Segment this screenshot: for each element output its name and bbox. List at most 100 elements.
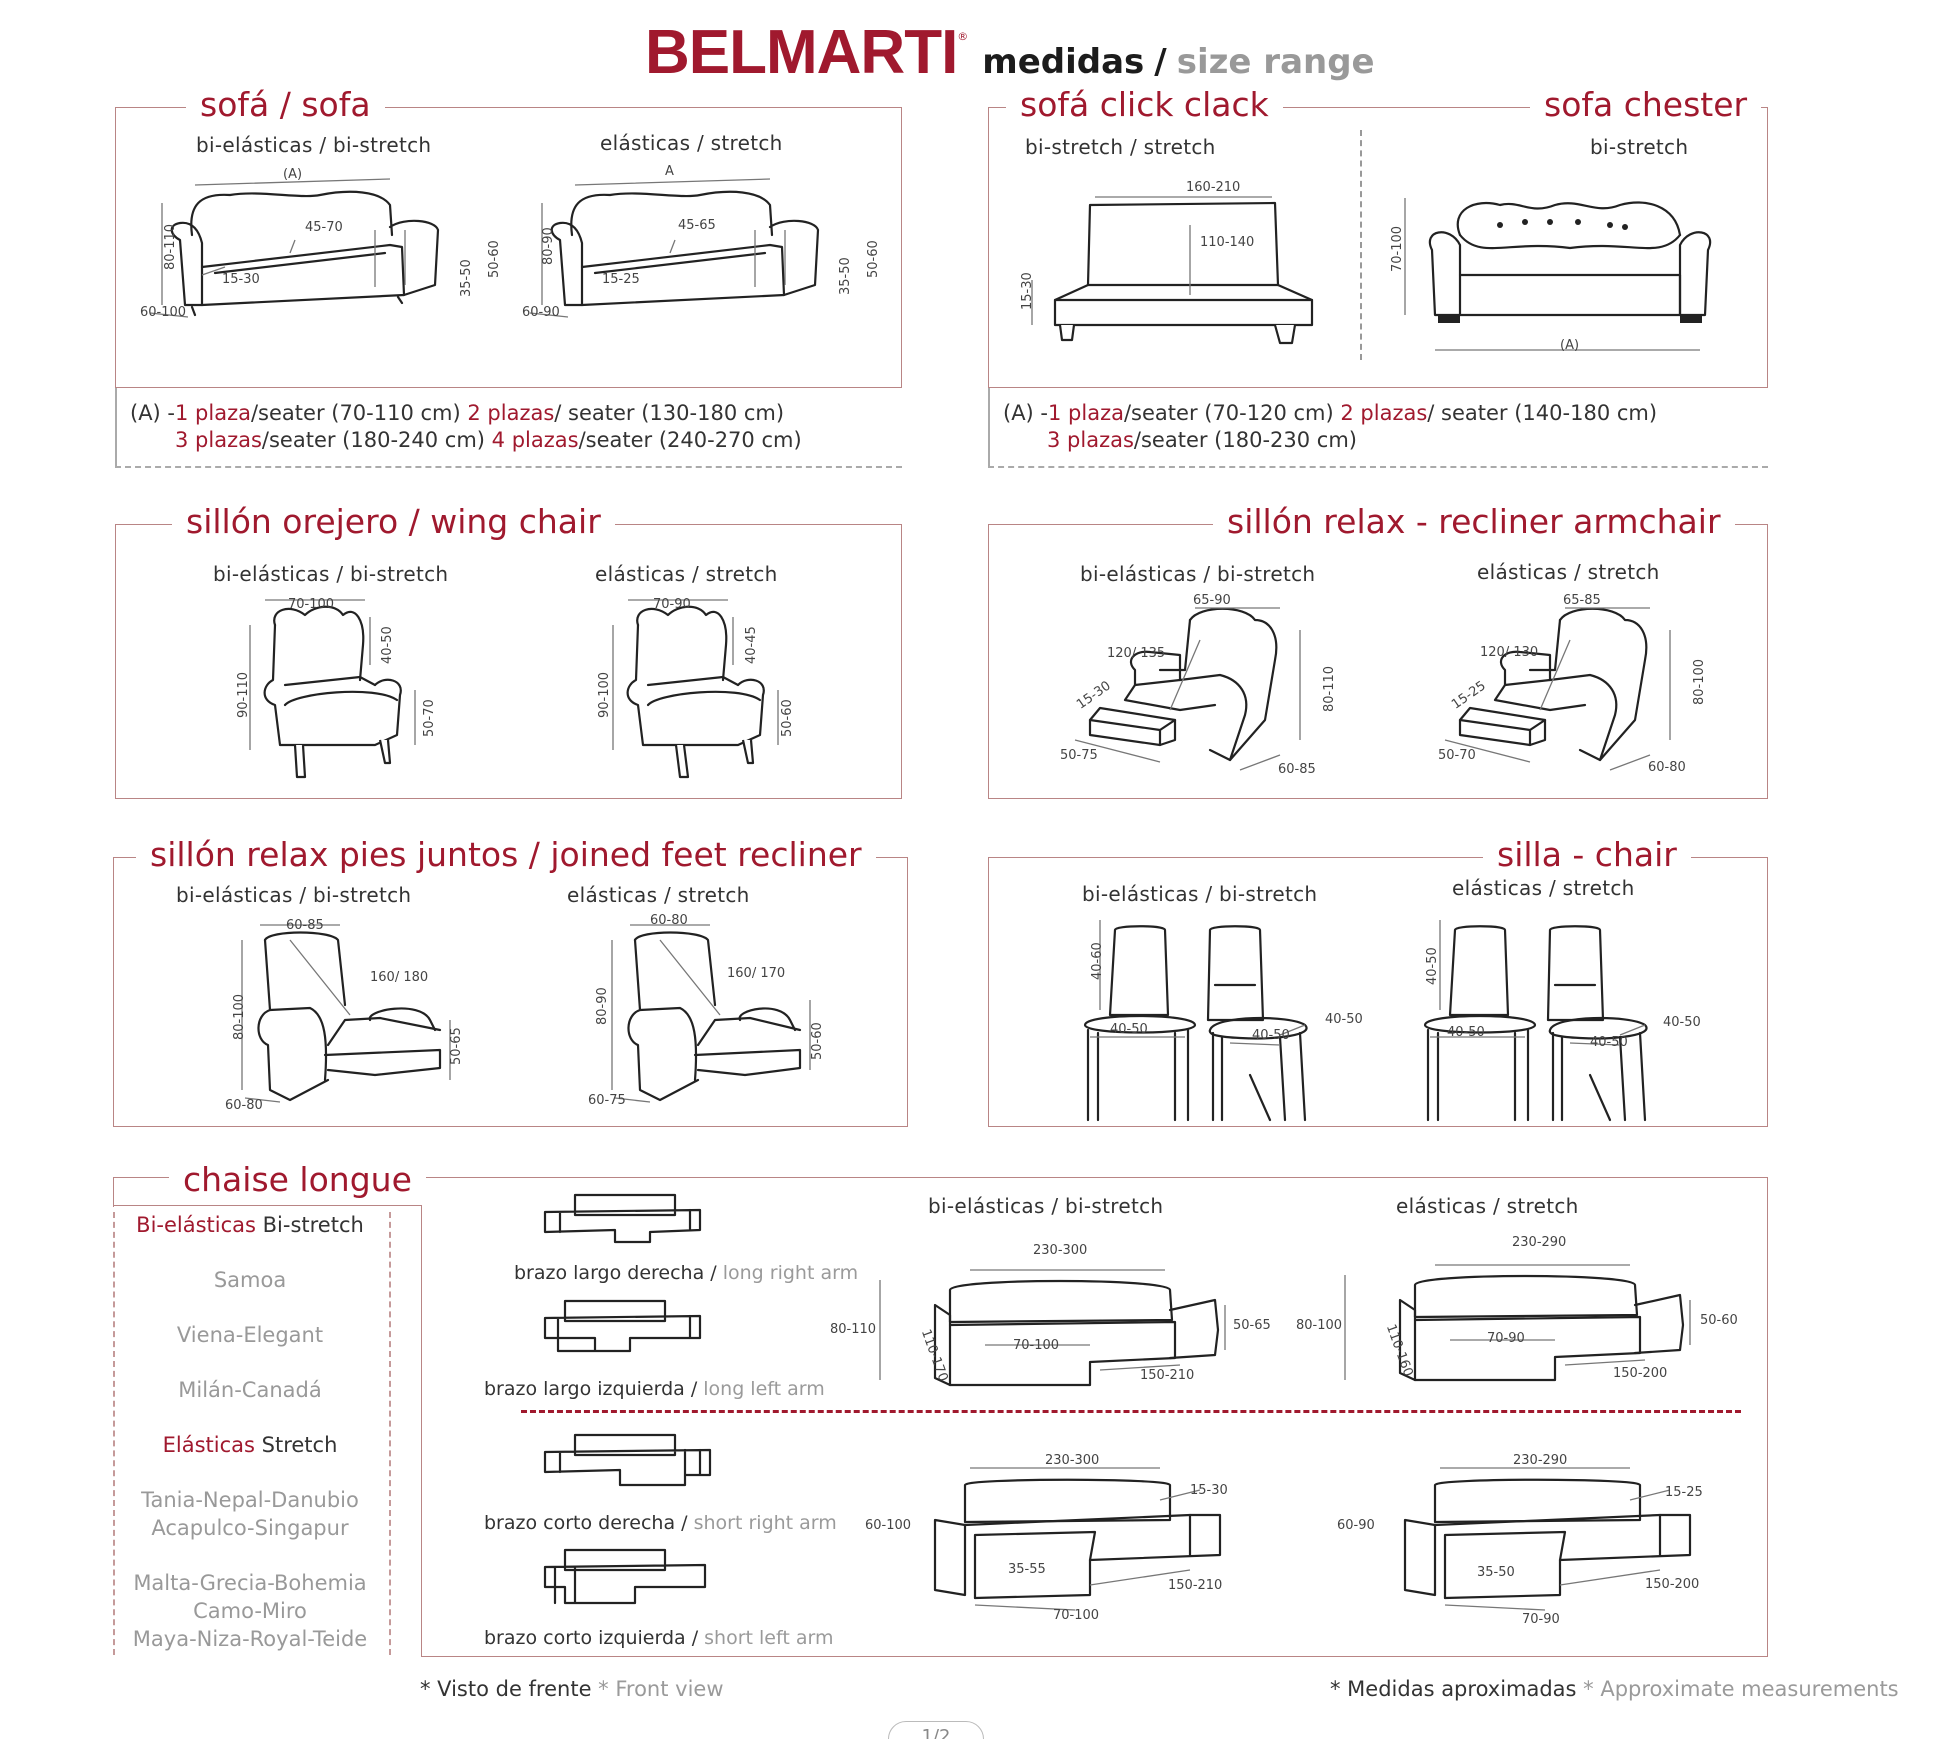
short-bi-height: 60-100 bbox=[865, 1518, 912, 1533]
bi-black: Bi-stretch bbox=[255, 1213, 364, 1237]
joined-st-back: 160/ 170 bbox=[727, 966, 786, 981]
sofa-st-width: A bbox=[665, 164, 674, 179]
long-st-length: 150-200 bbox=[1613, 1366, 1668, 1381]
section-divider bbox=[1360, 130, 1362, 360]
joined-st-height: 80-90 bbox=[595, 987, 610, 1025]
sofa-st-depth: 45-65 bbox=[678, 218, 716, 233]
wing-st-seat: 50-60 bbox=[780, 699, 795, 737]
list-stretch-header: Elásticas Stretch bbox=[115, 1433, 385, 1457]
approx-en: * Approximate measurements bbox=[1576, 1677, 1899, 1701]
sofa-bi-drawing bbox=[149, 178, 440, 318]
sofa-notes-frame bbox=[115, 388, 902, 468]
caption-short-left: brazo corto izquierda / short left arm bbox=[484, 1627, 833, 1649]
caption-short-right: brazo corto derecha / short right arm bbox=[484, 1512, 837, 1534]
header-separator: / bbox=[1154, 42, 1167, 82]
note-2-plazas: 2 plazas bbox=[1340, 401, 1428, 425]
chair-st-seat1: 40-50 bbox=[1447, 1025, 1485, 1040]
relax-title: sillón relax - recliner armchair bbox=[1213, 505, 1735, 538]
clickclack-height: 15-30 bbox=[1020, 272, 1035, 310]
note-1-plaza: 1 plaza bbox=[1048, 401, 1124, 425]
front-en: * Front view bbox=[591, 1677, 724, 1701]
list-milan: Milán-Canadá bbox=[178, 1378, 322, 1402]
relax-bi-drawing bbox=[1074, 607, 1301, 771]
chaise-short-st-drawing bbox=[1403, 1467, 1692, 1611]
el-red: Elásticas bbox=[162, 1433, 255, 1457]
chester-height: 70-100 bbox=[1390, 225, 1405, 272]
sofa-note-line2: 3 plazas/seater (180-240 cm) 4 plazas/se… bbox=[175, 428, 802, 452]
short-st-bottom: 70-90 bbox=[1522, 1612, 1560, 1627]
joined-bi-back: 160/ 180 bbox=[370, 970, 429, 985]
sofa-bi-arm1: 35-50 bbox=[459, 259, 474, 297]
chaise-bi-label: bi-elásticas / bi-stretch bbox=[928, 1194, 1164, 1218]
list-malta-1: Malta-Grecia-Bohemia bbox=[133, 1571, 367, 1595]
chaise-st-label: elásticas / stretch bbox=[1396, 1194, 1579, 1218]
note-2-plazas: 2 plazas bbox=[467, 401, 555, 425]
caption-en: short left arm bbox=[704, 1627, 834, 1649]
sofa-title: sofá / sofa bbox=[186, 88, 385, 121]
caption-sep: / bbox=[684, 1378, 704, 1400]
chaise-long-bi-drawing bbox=[879, 1269, 1226, 1387]
caption-long-left: brazo largo izquierda / long left arm bbox=[484, 1378, 825, 1400]
clickclack-label: bi-stretch / stretch bbox=[1025, 135, 1216, 159]
thumb-long-left bbox=[543, 1299, 702, 1353]
clickclack-depth: 110-140 bbox=[1200, 235, 1255, 250]
sofa-bi-label: bi-elásticas / bi-stretch bbox=[196, 133, 432, 157]
joined-bi-width: 60-85 bbox=[286, 918, 324, 933]
chester-width: (A) bbox=[1560, 338, 1580, 353]
list-tania-2: Acapulco-Singapur bbox=[151, 1516, 349, 1540]
sofa-st-height: 80-90 bbox=[541, 227, 556, 265]
sofa-bi-seat: 15-30 bbox=[222, 272, 260, 287]
list-samoa: Samoa bbox=[213, 1268, 287, 1292]
caption-es: brazo largo izquierda bbox=[484, 1378, 685, 1400]
wing-st-ear: 40-45 bbox=[744, 626, 759, 664]
wing-st-label: elásticas / stretch bbox=[595, 562, 778, 586]
long-bi-width: 230-300 bbox=[1033, 1243, 1088, 1258]
joined-bi-base: 60-80 bbox=[225, 1098, 263, 1113]
clickclack-notes-frame bbox=[988, 388, 1768, 468]
joined-st-base: 60-75 bbox=[588, 1093, 626, 1108]
clickclack-note-line1: (A) -1 plaza/seater (70-120 cm) 2 plazas… bbox=[1003, 401, 1657, 425]
short-st-arm: 15-25 bbox=[1665, 1485, 1703, 1500]
clickclack-width: 160-210 bbox=[1186, 180, 1241, 195]
registered-mark: ® bbox=[957, 30, 969, 43]
relax-bi-base: 60-85 bbox=[1278, 762, 1316, 777]
wing-st-width: 70-90 bbox=[653, 597, 691, 612]
el-black: Stretch bbox=[254, 1433, 338, 1457]
sofa-section bbox=[115, 107, 902, 388]
sofa-st-arm1: 35-50 bbox=[838, 257, 853, 295]
list-viena: Viena-Elegant bbox=[176, 1323, 324, 1347]
caption-sep: / bbox=[685, 1627, 705, 1649]
note-1-size: /seater (70-120 cm) bbox=[1123, 401, 1334, 425]
wing-st-height: 90-100 bbox=[597, 671, 612, 718]
long-st-seat: 70-90 bbox=[1487, 1331, 1525, 1346]
joined-bi-label: bi-elásticas / bi-stretch bbox=[176, 883, 412, 907]
short-st-width: 230-290 bbox=[1513, 1453, 1568, 1468]
caption-sep: / bbox=[704, 1262, 723, 1284]
note-3-plazas: 3 plazas bbox=[175, 428, 262, 452]
bi-red: Bi-elásticas bbox=[136, 1213, 256, 1237]
caption-es: brazo largo derecha bbox=[514, 1262, 705, 1284]
long-bi-length: 150-210 bbox=[1140, 1368, 1195, 1383]
chester-label: bi-stretch bbox=[1590, 135, 1689, 159]
caption-en: short right arm bbox=[693, 1512, 837, 1534]
relax-bi-width: 65-90 bbox=[1193, 593, 1231, 608]
wing-bi-ear: 40-50 bbox=[380, 626, 395, 664]
note-3-plazas: 3 plazas bbox=[1047, 428, 1134, 452]
sofa-bi-bottom: 60-100 bbox=[140, 305, 187, 320]
joined-bi-drawing bbox=[241, 924, 451, 1103]
relax-bi-length: 50-75 bbox=[1060, 748, 1098, 763]
list-bi-stretch-header: Bi-elásticas Bi-stretch bbox=[115, 1213, 385, 1237]
short-bi-bottom: 70-100 bbox=[1053, 1608, 1100, 1623]
joined-st-side: 50-60 bbox=[810, 1022, 825, 1060]
short-st-seat: 35-50 bbox=[1477, 1565, 1515, 1580]
chair-bi-label: bi-elásticas / bi-stretch bbox=[1082, 882, 1318, 906]
note-2-size: / seater (140-180 cm) bbox=[1427, 401, 1658, 425]
caption-long-right: brazo largo derecha / long right arm bbox=[514, 1262, 858, 1284]
wing-bi-height: 90-110 bbox=[236, 671, 251, 718]
list-tania-1: Tania-Nepal-Danubio bbox=[141, 1488, 359, 1512]
note-3-size: /seater (180-230 cm) bbox=[1133, 428, 1357, 452]
wing-bi-label: bi-elásticas / bi-stretch bbox=[213, 562, 449, 586]
caption-en: long right arm bbox=[722, 1262, 859, 1284]
sofa-st-drawing bbox=[529, 178, 820, 318]
relax-st-length: 50-70 bbox=[1438, 748, 1476, 763]
